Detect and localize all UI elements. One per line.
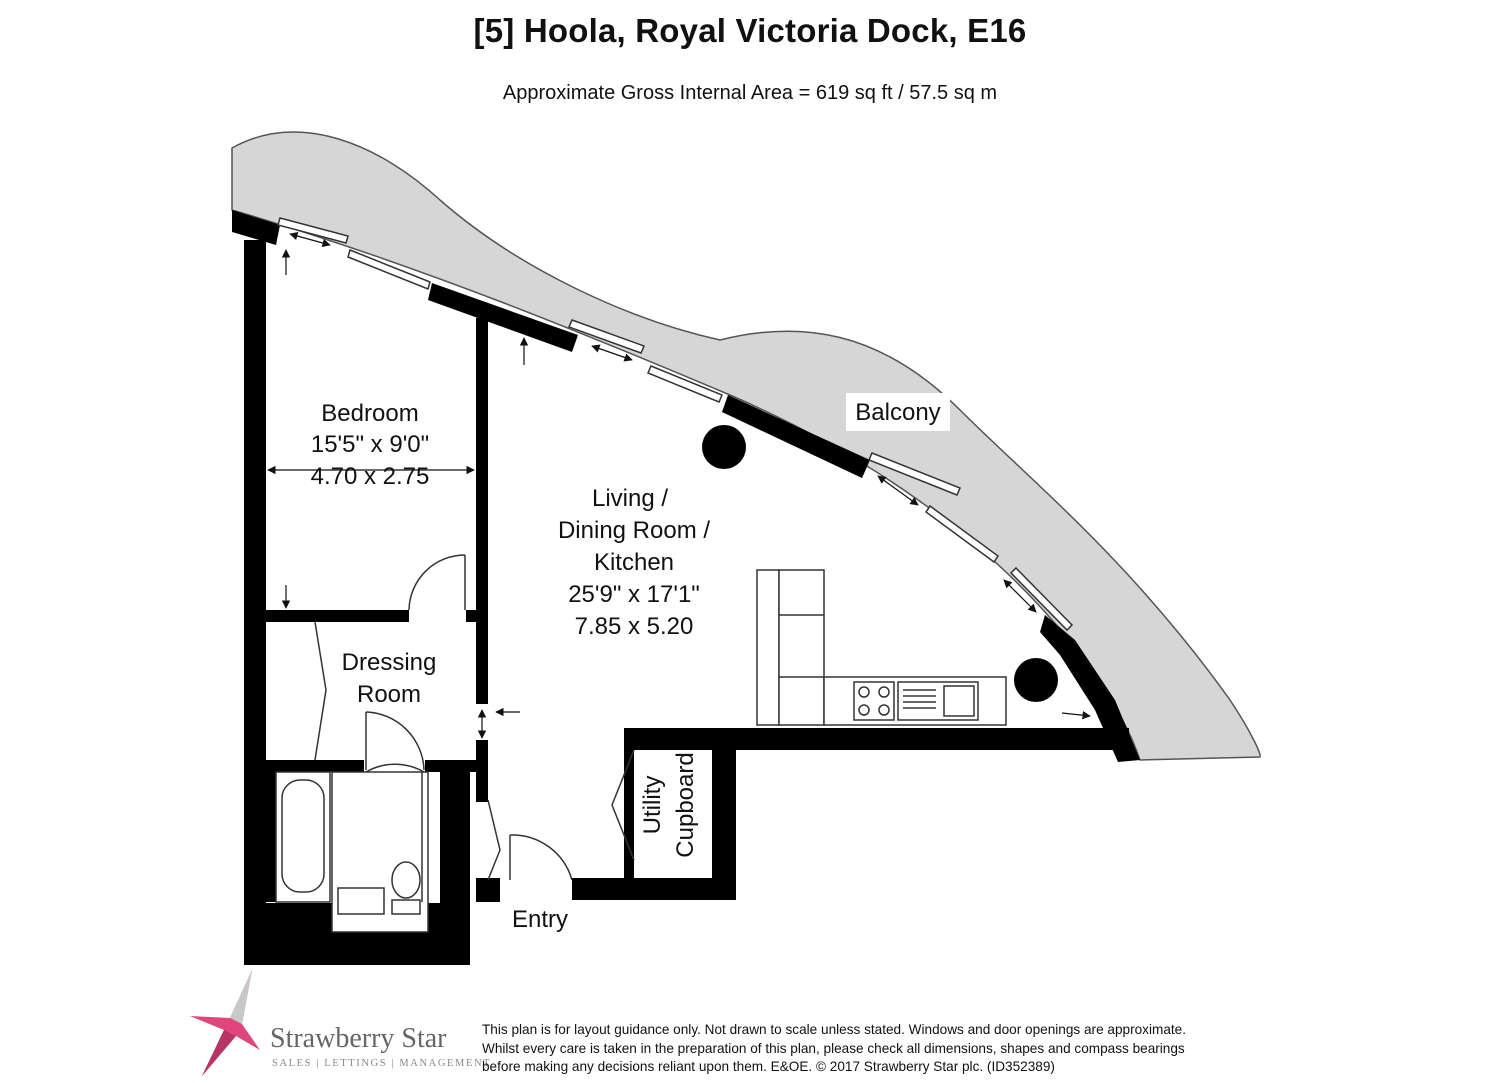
- balcony-name: Balcony: [855, 399, 940, 426]
- living-imperial: 25'9" x 17'1": [568, 581, 700, 608]
- balcony-label-bg: [846, 393, 950, 431]
- doors: [314, 554, 635, 881]
- utility-line2: Cupboard: [672, 752, 699, 857]
- dressing-line1: Dressing: [342, 649, 437, 676]
- column-1: [702, 425, 746, 469]
- disclaimer-line1: This plan is for layout guidance only. N…: [482, 1022, 1186, 1037]
- living-line1: Living /: [592, 485, 668, 512]
- living-line2: Dining Room /: [558, 517, 710, 544]
- walls: [232, 210, 1140, 965]
- brand-tagline: SALES | LETTINGS | MANAGEMENT: [272, 1058, 492, 1069]
- bedroom-imperial: 15'5" x 9'0": [311, 431, 429, 458]
- strawberry-star-logo-icon: [190, 970, 260, 1076]
- living-metric: 7.85 x 5.20: [575, 613, 694, 640]
- dressing-line2: Room: [357, 681, 421, 708]
- entry-name: Entry: [512, 906, 568, 933]
- gross-area-subtitle: Approximate Gross Internal Area = 619 sq…: [502, 82, 998, 104]
- brand-name: Strawberry Star: [270, 1023, 447, 1054]
- plan-title: [5] Hoola, Royal Victoria Dock, E16: [473, 12, 1027, 49]
- disclaimer-line2: Whilst every care is taken in the prepar…: [482, 1040, 1185, 1056]
- bathroom-fittings: [275, 771, 429, 933]
- kitchen-units: [756, 569, 1007, 726]
- disclaimer: This plan is for layout guidance only. N…: [482, 1021, 1242, 1077]
- living-line3: Kitchen: [594, 549, 674, 576]
- disclaimer-line3: before making any decisions reliant upon…: [482, 1059, 1055, 1074]
- bedroom-name: Bedroom: [321, 400, 418, 427]
- balcony-area: [231, 131, 1261, 761]
- bedroom-metric: 4.70 x 2.75: [311, 463, 430, 490]
- column-2: [1014, 658, 1058, 702]
- utility-line1: Utility: [639, 776, 666, 835]
- dimension-arrows: [267, 231, 1091, 739]
- windows: [277, 217, 1074, 632]
